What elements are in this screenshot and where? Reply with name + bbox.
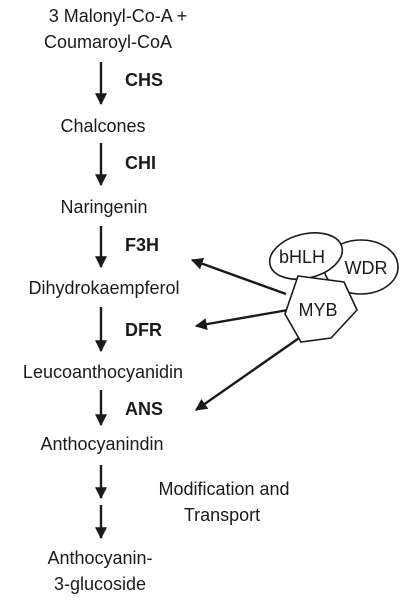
substrate-label-2: Coumaroyl-CoA bbox=[43, 32, 173, 52]
modification-label-2: Transport bbox=[183, 505, 261, 525]
product-label-1: Anthocyanin- bbox=[47, 548, 153, 568]
dihydrokaempferol-label: Dihydrokaempferol bbox=[28, 278, 180, 298]
myb-arrow-to-dfr bbox=[194, 308, 289, 331]
enzyme-chs-label: CHS bbox=[125, 70, 164, 90]
myb-arrow-to-ans bbox=[195, 335, 303, 411]
enzyme-ans-label: ANS bbox=[125, 399, 164, 419]
enzyme-dfr-label: DFR bbox=[125, 320, 162, 340]
myb-arrow-to-f3h bbox=[190, 258, 287, 296]
bhlh-label: bHLH bbox=[279, 247, 325, 267]
myb-hexagon bbox=[284, 275, 358, 343]
wdr-label: WDR bbox=[345, 258, 388, 278]
enzyme-chi-label: CHI bbox=[125, 153, 156, 173]
anthocyanindin-label: Anthocyanindin bbox=[40, 434, 164, 454]
myb-label: MYB bbox=[298, 300, 337, 320]
modification-label-1: Modification and bbox=[158, 479, 290, 499]
chalcones-label: Chalcones bbox=[60, 116, 146, 136]
naringenin-label: Naringenin bbox=[60, 197, 148, 217]
leucoanthocyanidin-label: Leucoanthocyanidin bbox=[22, 362, 184, 382]
product-label-2: 3-glucoside bbox=[53, 574, 147, 594]
enzyme-f3h-label: F3H bbox=[125, 235, 160, 255]
substrate-label-1: 3 Malonyl-Co-A + bbox=[48, 6, 188, 26]
